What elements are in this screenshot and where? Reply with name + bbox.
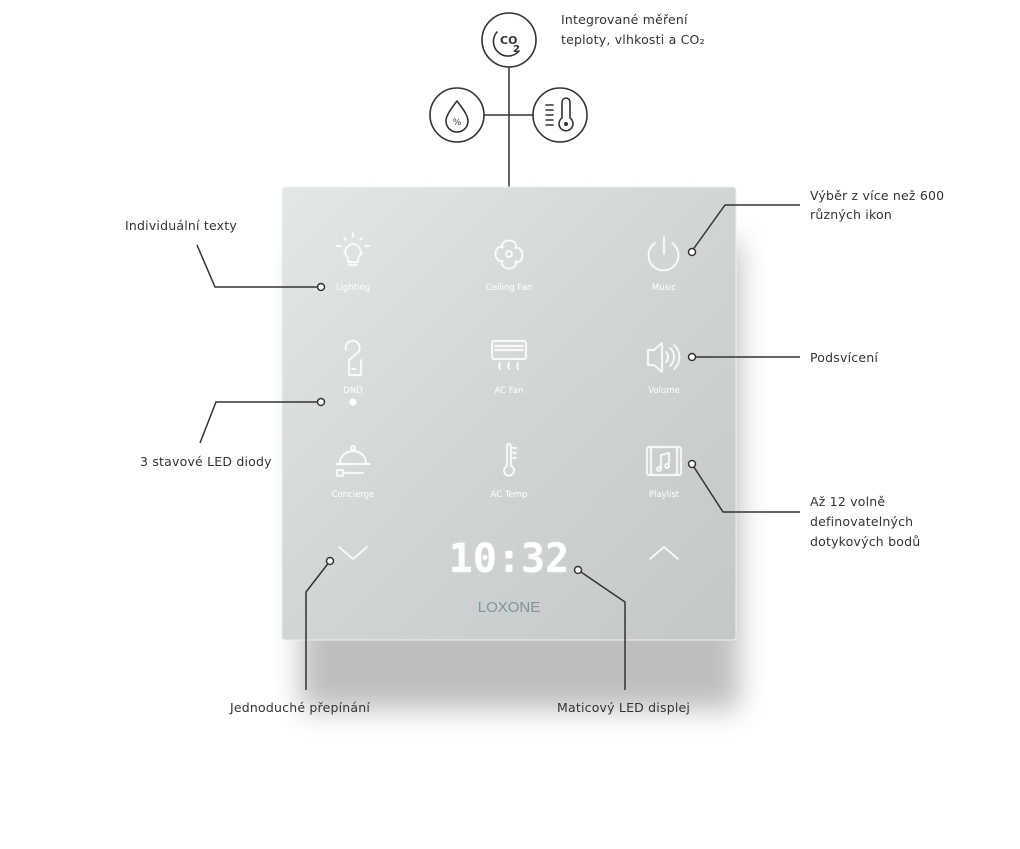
cloche-icon [335,445,371,477]
callout-touch-points: definovatelných [810,514,913,529]
thermometer-icon [532,87,588,143]
button-label[interactable]: Lighting [336,283,370,293]
power-icon [647,236,680,272]
air-conditioner-icon [491,340,527,370]
callout-icons: Výběr z více než 600 [810,188,944,203]
sensor-caption: Integrované měření [561,12,688,27]
button-label[interactable]: AC Temp [491,490,528,500]
button-label[interactable]: Music [652,283,677,293]
callout-icons: různých ikon [810,207,892,222]
chevron-down-icon[interactable] [338,546,368,560]
callout-touch-points: dotykových bodů [810,534,920,549]
co2-text: CO [500,34,517,47]
led-indicator [349,398,357,406]
speaker-icon [647,342,681,373]
button-label[interactable]: Concierge [332,490,375,500]
callout-touch-points: Až 12 volně [810,494,885,509]
callout-individual-texts: Individuální texty [125,218,237,233]
button-label[interactable]: Playlist [649,490,680,500]
fan-icon [494,239,524,270]
button-label[interactable]: AC Fan [494,386,523,396]
callout-display: Maticový LED displej [557,700,690,715]
touch-panel [281,186,737,641]
button-label[interactable]: Ceiling Fan [486,283,532,293]
sensor-group: CO 2 % Integrované měření teploty, vlhko… [429,12,705,187]
humidity-icon: % [429,87,485,143]
playlist-icon [646,446,682,476]
led-matrix-clock: 10:32 [449,536,569,582]
sensor-caption: teploty, vlhkosti a CO₂ [561,32,705,47]
brand-logo: LOXONE [478,599,541,616]
lightbulb-icon [336,232,370,266]
callout-led-states: 3 stavové LED diody [140,454,272,469]
button-label[interactable]: Volume [648,386,680,396]
callout-switching: Jednoduché přepínání [229,700,370,715]
chevron-up-icon[interactable] [649,546,679,560]
button-labels: Lighting Ceiling Fan Music DND AC Fan Vo… [332,283,680,500]
co2-subscript: 2 [513,44,520,55]
clock-glow: 10:32 [449,536,569,582]
callout-lines [196,204,800,690]
co2-icon: CO 2 [481,12,537,68]
percent-symbol: % [453,118,462,128]
button-label[interactable]: DND [343,386,363,396]
callout-backlight: Podsvícení [810,350,878,365]
door-hanger-icon [344,340,362,376]
thermometer-icon [503,443,517,477]
